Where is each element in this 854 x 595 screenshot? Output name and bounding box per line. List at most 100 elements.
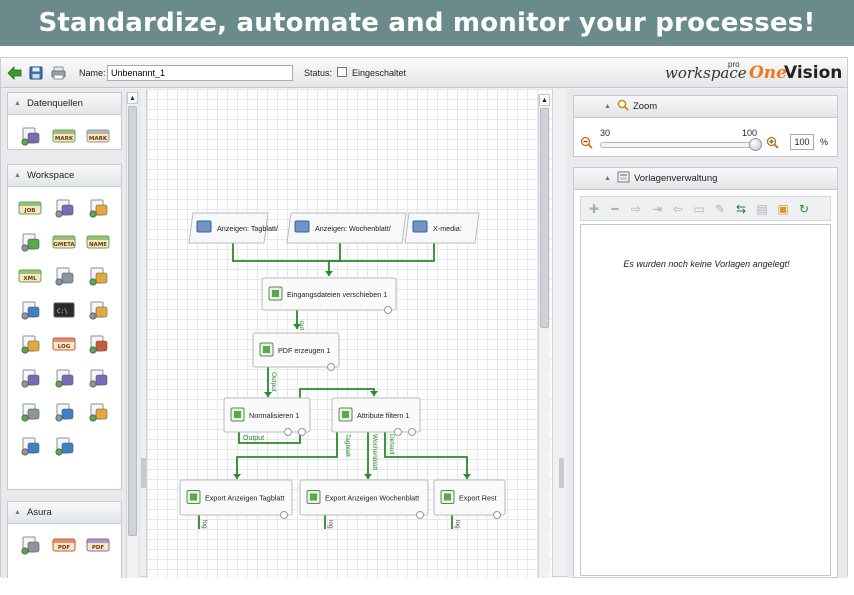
left-collapse-handle[interactable] [141,458,146,488]
logo-vision: Vision [784,63,843,83]
scroll-up-arrow-icon[interactable]: ▲ [127,92,138,104]
zoom-header[interactable]: ▲ Zoom [574,96,837,118]
zoom-slider-track[interactable] [600,142,758,148]
download-icon[interactable] [13,361,47,395]
move-left-icon[interactable]: ⇦ [672,201,684,216]
gmeta-icon[interactable]: GMETA [47,225,81,259]
name-icon[interactable]: NAME [81,225,115,259]
status-checkbox[interactable] [337,67,347,77]
name-input[interactable] [107,65,293,81]
right-collapse-handle[interactable] [559,458,564,488]
edit-icon[interactable]: ✎ [714,201,726,216]
logo-workspace: workspace [665,64,747,82]
scroll-up-arrow-icon[interactable]: ▲ [539,94,550,106]
join-icon[interactable] [47,429,81,463]
refresh-icon[interactable]: ↻ [798,201,810,216]
workflow-node-attr [331,397,421,433]
forward-icon[interactable] [47,361,81,395]
svg-text:PDF: PDF [92,545,105,551]
edge-label-log: log [327,520,334,529]
section-header-datenquellen[interactable]: ▲Datenquellen [8,93,121,115]
zoom-min-label: 30 [600,128,611,138]
workflow-diagram[interactable]: Anzeigen: Tagblatt/Anzeigen: Wochenblatt… [147,89,537,578]
node-icon-inner [263,346,270,353]
output-port [327,363,335,371]
svg-text:GMETA: GMETA [53,242,75,248]
print-icon[interactable] [81,191,115,225]
workflow-canvas[interactable]: Anzeigen: Tagblatt/Anzeigen: Wochenblatt… [146,89,553,578]
folder-icon[interactable]: ▣ [777,201,789,216]
workflow-node-move [261,277,397,311]
source-node [286,212,407,244]
scrollbar-thumb[interactable] [128,106,137,536]
templates-panel: ▲ Vorlagenverwaltung ✚ ━ ⇨ ⇥ ⇦ ▭ ✎ ⇆ ▤ ▣… [573,167,838,578]
section-header-asura[interactable]: ▲Asura [8,502,121,524]
pdf-icon[interactable]: PDF [47,528,81,562]
node-icon-inner [444,493,451,501]
clock-icon[interactable] [13,293,47,327]
merge-icon[interactable] [81,259,115,293]
workflow-edge [384,430,468,479]
zoom-value-field[interactable]: 100 [790,134,814,150]
import-icon[interactable]: ⇥ [651,201,663,216]
mark-icon[interactable]: ▭ [693,201,705,216]
zoom-unit-label: % [820,137,829,147]
pdf-color-icon[interactable]: PDF [81,528,115,562]
delete-icon[interactable] [13,395,47,429]
add-template-icon[interactable]: ✚ [588,201,600,216]
name-label: Name: [79,68,106,78]
save-icon[interactable] [28,65,43,80]
zoom-in-icon[interactable] [766,136,779,151]
move-right-icon[interactable]: ⇨ [630,201,642,216]
schedule-icon[interactable] [81,327,115,361]
command-line-icon[interactable]: C:\ [47,293,81,327]
settings-icon[interactable] [81,293,115,327]
canvas-scrollbar[interactable]: ▲ [538,94,550,578]
edge-label-out: out [298,321,305,330]
log-icon[interactable]: LOG [47,327,81,361]
print-icon[interactable] [51,65,66,80]
folder-open-icon[interactable] [13,119,47,153]
zoom-slider-thumb[interactable] [749,138,762,151]
back-arrow-icon[interactable] [7,65,22,80]
switch-icon[interactable]: ⇆ [735,201,747,216]
svg-text:JOB: JOB [24,208,36,214]
workflow-node-exp3 [433,479,506,516]
right-panel: ▲ Zoom 30 100 100 % ▲ [567,89,847,578]
grid-icon[interactable]: ▤ [756,201,768,216]
templates-title: Vorlagenverwaltung [633,173,718,184]
section-asura: ▲Asura PDF PDF [7,501,122,578]
export-icon[interactable] [81,361,115,395]
output-port [408,428,416,436]
xml-icon[interactable]: XML [13,259,47,293]
edit-document-icon[interactable] [13,327,47,361]
output-port [394,428,402,436]
split-icon[interactable] [13,429,47,463]
edge-label-wochenblatt: Wochenblatt [371,434,378,470]
folder-remove-icon[interactable] [47,395,81,429]
arrow-head [233,474,241,479]
svg-text:NAME: NAME [89,242,107,248]
job-icon[interactable]: JOB [13,191,47,225]
mark-tag-icon[interactable]: MARK [47,119,81,153]
section-header-workspace[interactable]: ▲Workspace [8,165,121,187]
upload-icon[interactable] [13,225,47,259]
email-icon[interactable] [81,395,115,429]
zoom-out-icon[interactable] [580,136,593,151]
timer-icon[interactable] [47,259,81,293]
edge-label-output: Output [270,372,277,392]
templates-header[interactable]: ▲ Vorlagenverwaltung [574,168,837,190]
scrollbar-thumb[interactable] [540,108,549,328]
move-files-icon[interactable] [47,191,81,225]
workflow-node-label: Attribute filtern 1 [357,411,409,420]
workflow-edge [232,242,330,276]
edge-label-log: log [454,520,461,529]
remove-template-icon[interactable]: ━ [611,201,619,216]
asura-plugin-icon[interactable] [13,528,47,562]
zoom-max-label: 100 [742,128,758,138]
status-checkbox-label[interactable]: Eingeschaltet [352,68,407,78]
templates-list[interactable]: Es wurden noch keine Vorlagen angelegt! [580,224,831,576]
mark-label-icon[interactable]: MARK [81,119,115,153]
palette-scrollbar[interactable]: ▲ [126,92,138,578]
